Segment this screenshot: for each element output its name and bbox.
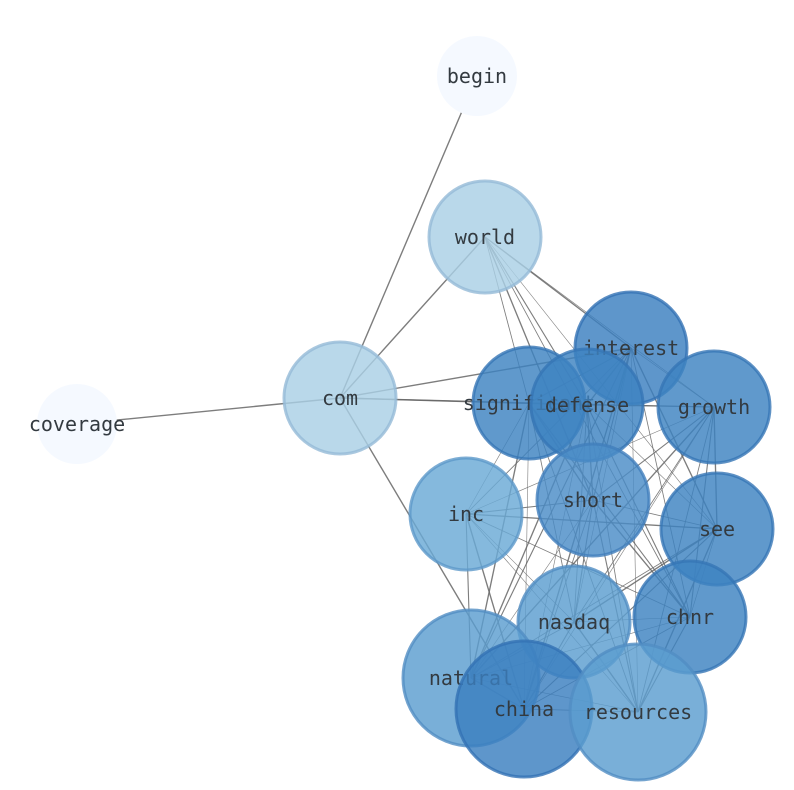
node-label-world: world [455, 225, 515, 249]
node-coverage: coverage [29, 384, 125, 464]
node-defense: defense [529, 347, 645, 463]
node-label-defense: defense [545, 393, 629, 417]
node-short: short [535, 442, 651, 558]
node-label-inc: inc [448, 502, 484, 526]
nodes-layer: begincoverageworldcominterestsignificant… [29, 36, 775, 782]
node-label-see: see [699, 517, 735, 541]
node-circle-resources [568, 642, 708, 782]
node-label-chnr: chnr [666, 605, 714, 629]
node-circle-inc [408, 456, 524, 572]
node-resources: resources [568, 642, 708, 782]
node-circle-short [535, 442, 651, 558]
node-label-growth: growth [678, 395, 750, 419]
node-label-short: short [563, 488, 623, 512]
node-inc: inc [408, 456, 524, 572]
node-label-begin: begin [447, 64, 507, 88]
node-circle-com [282, 340, 398, 456]
edge-begin-com [339, 75, 478, 399]
node-label-com: com [322, 386, 358, 410]
node-label-coverage: coverage [29, 412, 125, 436]
node-circle-world [427, 179, 543, 295]
node-circle-coverage [37, 384, 117, 464]
node-label-china: china [494, 697, 554, 721]
node-com: com [282, 340, 398, 456]
node-begin: begin [437, 36, 517, 116]
node-circle-begin [437, 36, 517, 116]
node-circle-growth [656, 349, 772, 465]
node-label-resources: resources [584, 700, 692, 724]
node-label-nasdaq: nasdaq [538, 610, 610, 634]
node-world: world [427, 179, 543, 295]
node-growth: growth [656, 349, 772, 465]
